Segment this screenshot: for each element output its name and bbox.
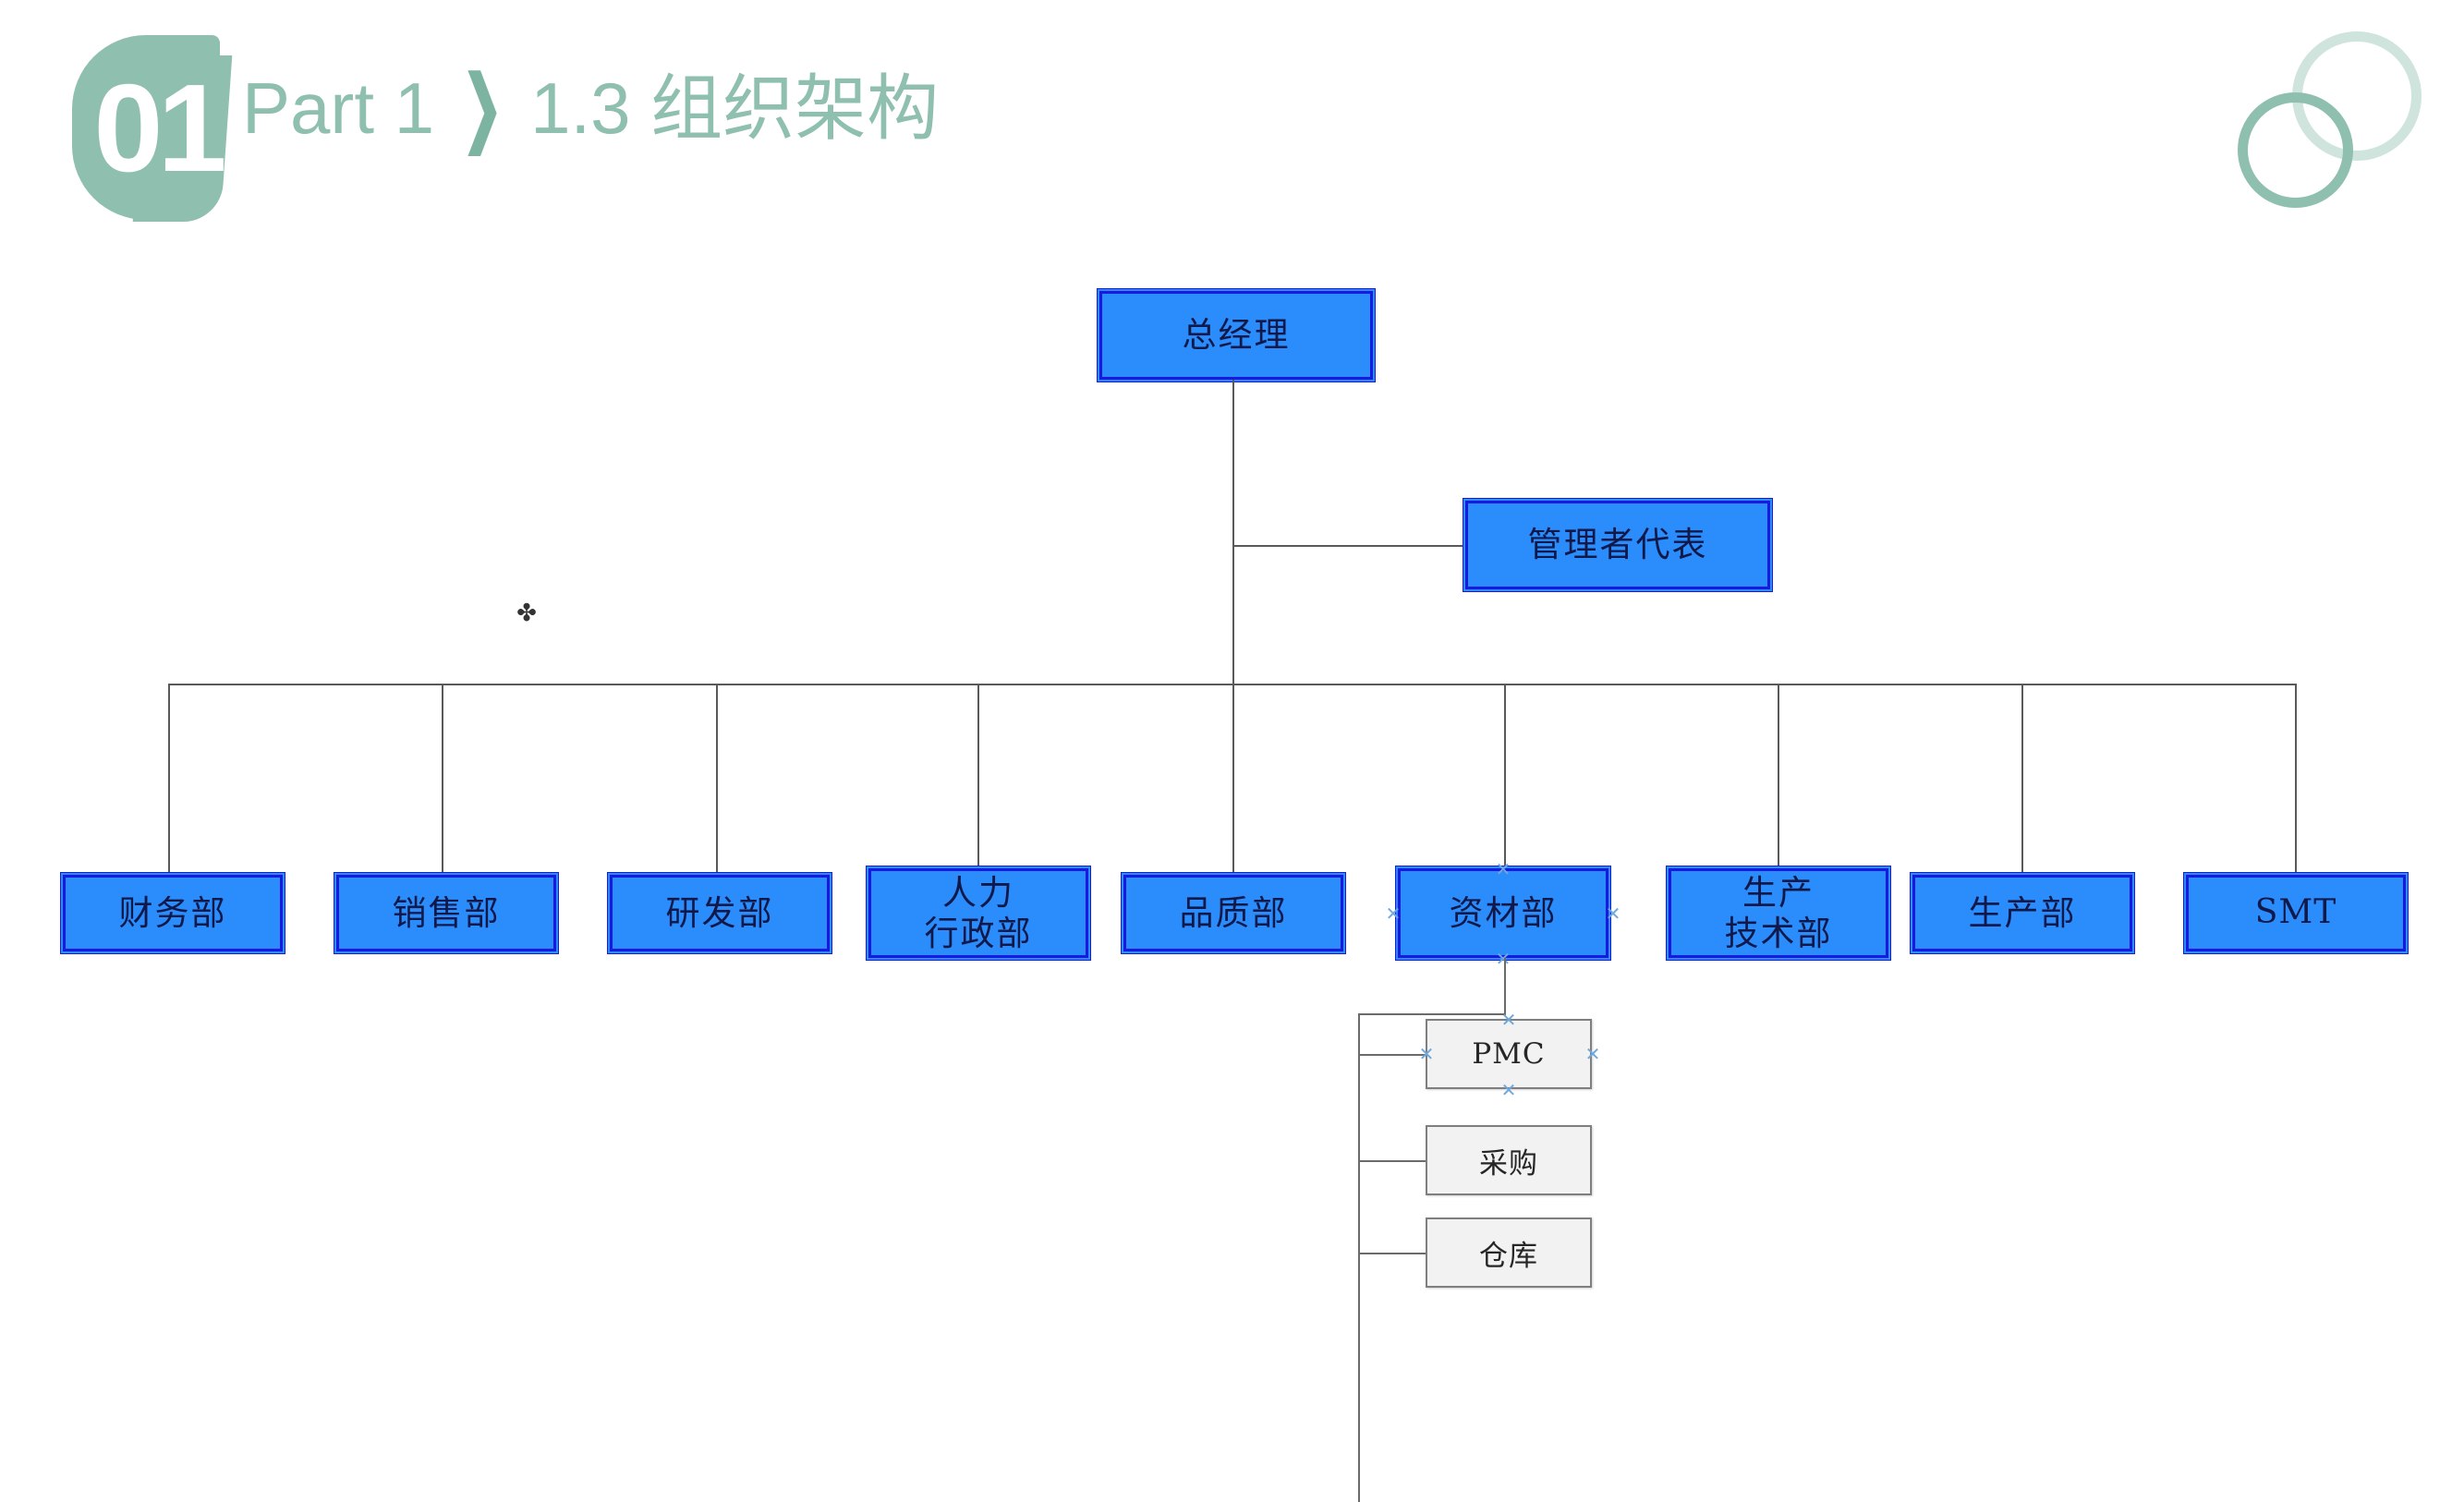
node-quality-department-label: 品质部 [1179,892,1288,933]
connector-drop-6 [1504,684,1506,873]
part-label: Part 1 [242,67,435,149]
node-sales-department[interactable]: 销售部 [334,873,558,953]
connector-sub-stub-vertical [1504,958,1506,1015]
page-title: Part 1 ❯ 1.3 组织架构 [242,57,939,159]
connector-drop-4 [977,684,979,873]
connector-drop-9 [2295,684,2297,875]
node-quality-department[interactable]: 品质部 [1122,873,1345,953]
node-general-manager[interactable]: 总经理 [1098,289,1375,382]
section-title: 1.3 组织架构 [530,67,940,149]
section-number-badge: 01 [93,57,226,198]
node-purchasing-label: 采购 [1479,1146,1538,1181]
connector-staff-horizontal [1232,545,1465,547]
crosshair-cursor-icon: ✤ [516,600,537,627]
decorative-circles [2224,26,2427,208]
node-materials-department[interactable]: 资材部 [1396,866,1610,960]
connector-sub-stub-horizontal [1358,1013,1506,1015]
node-smt-department-label: SMT [2254,893,2337,932]
node-production-technology-department-label-line1: 生产 [1742,872,1815,913]
connector-drop-2 [442,684,443,875]
chevron-right-icon: ❯ [462,61,504,154]
node-production-technology-department-label-line2: 技术部 [1724,913,1833,953]
node-production-technology-department[interactable]: 生产 技术部 [1667,866,1890,960]
node-production-department[interactable]: 生产部 [1911,873,2134,953]
node-materials-department-label: 资材部 [1449,892,1558,933]
node-warehouse-label: 仓库 [1479,1239,1538,1273]
org-chart-canvas: ✤ 总经理 管理者代表 财务部 销售部 研发部 人力 行政部 品质部 资材部 ✕… [0,249,2464,1502]
node-finance-department-label: 财务部 [118,892,227,933]
connector-drop-3 [716,684,718,875]
node-rnd-department-label: 研发部 [665,892,774,933]
node-sales-department-label: 销售部 [392,892,501,933]
connector-sub-branch-warehouse [1358,1253,1427,1254]
connector-drop-8 [2021,684,2023,875]
connector-drop-5 [1232,684,1234,875]
node-pmc[interactable]: PMC [1426,1019,1592,1089]
slide-header: 01 Part 1 ❯ 1.3 组织架构 [0,0,2464,249]
node-general-manager-label: 总经理 [1182,315,1291,356]
connector-sub-spine [1358,1013,1360,1502]
node-warehouse[interactable]: 仓库 [1426,1217,1592,1288]
circle-outline-dark-icon [2238,92,2353,208]
node-finance-department[interactable]: 财务部 [61,873,285,953]
node-management-representative-label: 管理者代表 [1527,525,1708,565]
node-hr-admin-department[interactable]: 人力 行政部 [867,866,1090,960]
connector-drop-7 [1778,684,1779,873]
connector-sub-branch-pmc [1358,1054,1427,1056]
connector-root-trunk [1232,380,1234,684]
node-management-representative[interactable]: 管理者代表 [1463,499,1772,591]
node-purchasing[interactable]: 采购 [1426,1125,1592,1195]
node-hr-admin-department-label-line2: 行政部 [924,913,1033,953]
node-rnd-department[interactable]: 研发部 [608,873,831,953]
connector-drop-1 [168,684,170,875]
node-pmc-label: PMC [1472,1037,1546,1071]
connector-sub-branch-purchasing [1358,1160,1427,1162]
node-production-department-label: 生产部 [1968,892,2077,933]
node-hr-admin-department-label-line1: 人力 [942,872,1014,913]
node-smt-department[interactable]: SMT [2184,873,2408,953]
